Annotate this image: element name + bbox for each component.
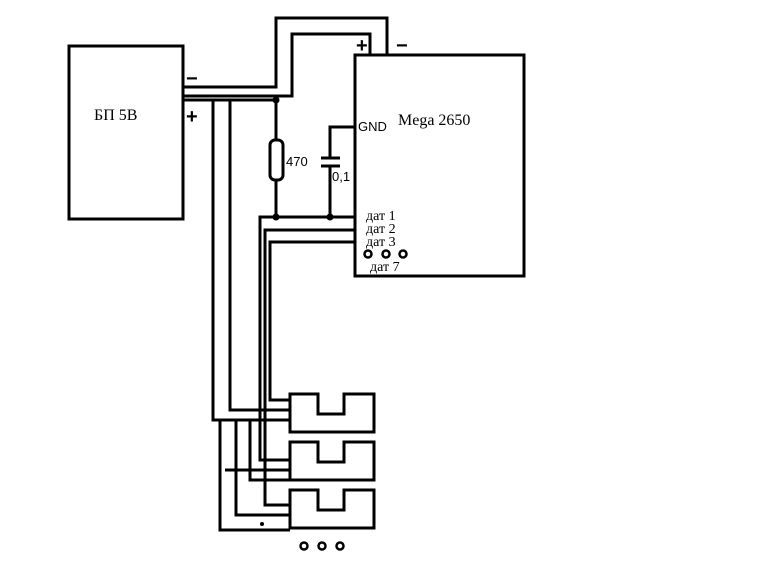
- sensor-pin-7-label: дат 7: [370, 260, 400, 275]
- power-supply-label: БП 5В: [94, 107, 137, 124]
- junction-dot: [326, 213, 334, 221]
- ellipsis-dot-board: [381, 249, 391, 259]
- board-plus-label: +: [356, 35, 368, 57]
- wire-inner-top: [183, 32, 372, 98]
- wire-sensor-bus-c: [234, 420, 290, 517]
- ellipsis-dot-sensors: [299, 541, 309, 551]
- wire-outer-top: [183, 16, 389, 89]
- sensor-pin-1-label: дат 1: [366, 209, 396, 224]
- junction-dot: [272, 96, 280, 104]
- ellipsis-dot-sensors: [317, 541, 327, 551]
- junction-dot: [260, 522, 264, 526]
- wire-gnd: [328, 125, 355, 158]
- sensor-3: [288, 488, 376, 530]
- wire-data-1: [258, 215, 355, 462]
- junction-dot: [272, 213, 280, 221]
- sensor-pin-2-label: дат 2: [366, 222, 396, 237]
- wire-sensor-bus-a: [218, 420, 290, 532]
- wire-sensor-bus-d: [248, 420, 290, 482]
- wire-left-vertical-2: [228, 100, 290, 412]
- mega-board-box: [353, 53, 526, 278]
- sensor-2: [288, 440, 376, 482]
- gnd-label: GND: [358, 119, 387, 134]
- sensor-1: [288, 392, 376, 434]
- psu-plus-label: +: [186, 106, 198, 128]
- psu-minus-label: −: [186, 68, 198, 90]
- power-supply-box: [67, 44, 185, 221]
- resistor-body: [268, 138, 285, 182]
- ellipsis-dot-board: [398, 249, 408, 259]
- resistor-label: 470: [286, 154, 308, 169]
- wire-data-2: [263, 228, 355, 507]
- wire-left-vertical-1: [211, 100, 290, 422]
- board-label: Mega 2650: [398, 112, 470, 129]
- capacitor-label: 0,1: [332, 169, 350, 184]
- sensor-pin-3-label: дат 3: [366, 235, 396, 250]
- wire-data-3: [268, 240, 355, 402]
- board-minus-label: −: [396, 35, 408, 57]
- ellipsis-dot-board: [363, 249, 373, 259]
- ellipsis-dot-sensors: [335, 541, 345, 551]
